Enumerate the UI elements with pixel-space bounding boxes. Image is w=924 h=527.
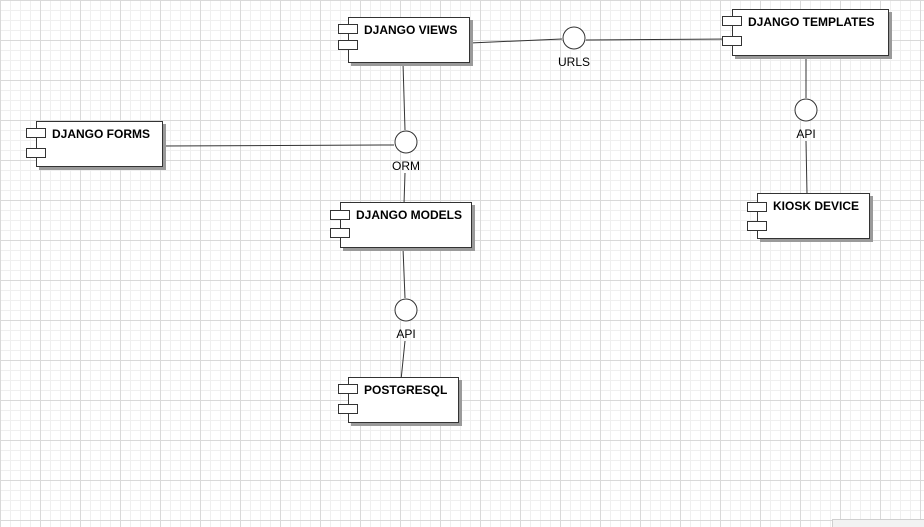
component-port-icon <box>338 24 358 34</box>
connector-views-orm <box>402 62 406 131</box>
component-django-views[interactable]: DJANGO VIEWS <box>338 17 470 63</box>
component-port-icon <box>722 16 742 26</box>
connector-forms-orm <box>161 144 395 147</box>
component-label: POSTGRESQL <box>364 383 448 397</box>
interface-label-api-templates: API <box>796 127 816 141</box>
component-port-icon <box>330 210 350 220</box>
component-django-models[interactable]: DJANGO MODELS <box>330 202 472 248</box>
component-port-icon <box>26 148 46 158</box>
component-kiosk-device[interactable]: KIOSK DEVICE <box>747 193 870 239</box>
connector-api-postgres <box>400 340 406 381</box>
component-port-icon <box>338 384 358 394</box>
component-label: DJANGO MODELS <box>356 208 463 222</box>
corner-panel-edge <box>832 519 924 527</box>
interface-circle-api-templates[interactable] <box>794 98 818 122</box>
connector-api-kiosk <box>805 140 808 195</box>
component-port-icon <box>338 40 358 50</box>
connector-views-urls <box>469 38 563 44</box>
component-label: DJANGO FORMS <box>52 127 151 141</box>
component-label: KIOSK DEVICE <box>773 199 860 213</box>
component-port-icon <box>26 128 46 138</box>
component-django-templates[interactable]: DJANGO TEMPLATES <box>722 9 889 56</box>
connector-urls-templates <box>585 38 733 41</box>
connector-orm-models <box>403 172 406 205</box>
component-port-icon <box>747 202 767 212</box>
component-django-forms[interactable]: DJANGO FORMS <box>26 121 163 167</box>
interface-label-orm: ORM <box>392 159 420 173</box>
interface-label-api-db: API <box>396 327 416 341</box>
component-port-icon <box>722 36 742 46</box>
component-port-icon <box>747 221 767 231</box>
component-postgresql[interactable]: POSTGRESQL <box>338 377 459 423</box>
component-port-icon <box>330 228 350 238</box>
interface-circle-urls[interactable] <box>562 26 586 50</box>
connector-models-api <box>402 247 406 299</box>
component-label: DJANGO VIEWS <box>364 23 458 37</box>
component-port-icon <box>338 404 358 414</box>
interface-label-urls: URLS <box>557 55 591 69</box>
interface-circle-orm[interactable] <box>394 130 418 154</box>
interface-circle-api-db[interactable] <box>394 298 418 322</box>
component-label: DJANGO TEMPLATES <box>748 15 875 29</box>
